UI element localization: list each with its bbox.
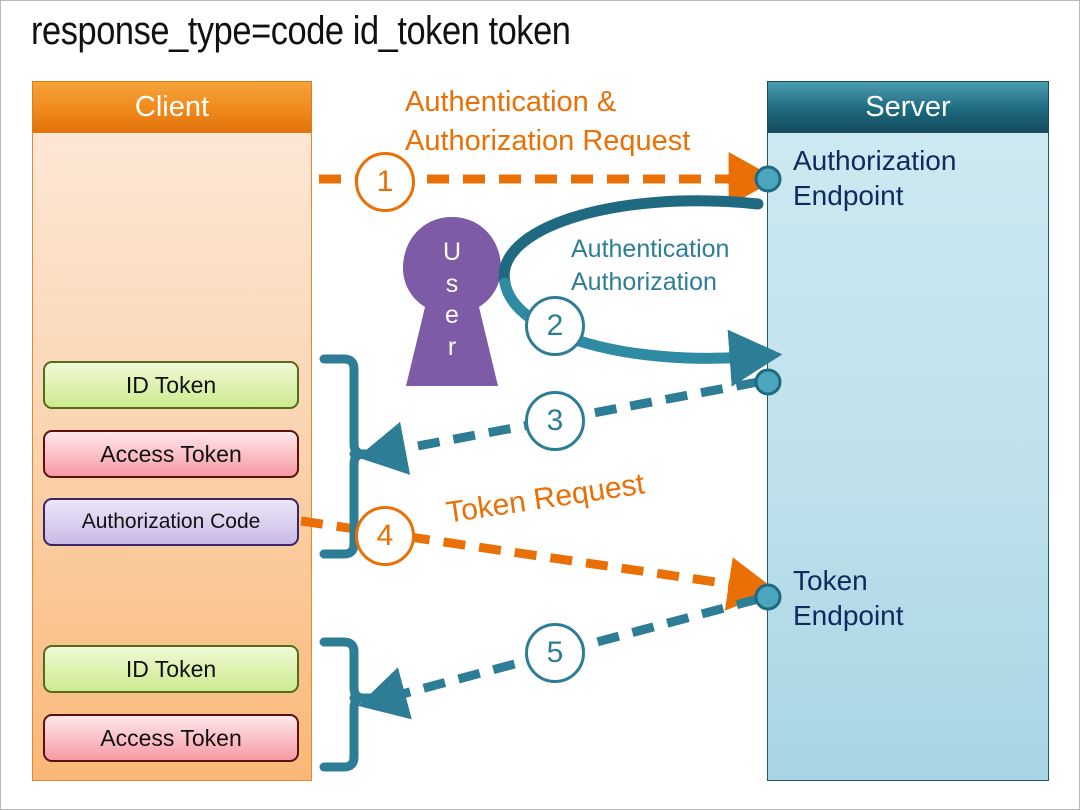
chip-authorization-code: Authorization Code <box>43 498 299 546</box>
chip-access-token-top: Access Token <box>43 430 299 478</box>
token-endpoint-label: Token Endpoint <box>793 565 904 632</box>
chip-access-token-bottom: Access Token <box>43 714 299 762</box>
token-endpoint-dot <box>754 583 782 611</box>
page-title: response_type=code id_token token <box>31 9 571 53</box>
user-keyhole-icon <box>403 217 501 386</box>
client-header-label: Client <box>32 81 312 133</box>
step-badge-5: 5 <box>525 623 585 683</box>
server-header-label: Server <box>767 81 1049 133</box>
authorization-endpoint-label: Authorization Endpoint <box>793 145 957 212</box>
authorization-endpoint-dot <box>754 165 782 193</box>
step-badge-4: 4 <box>355 506 415 566</box>
server-panel <box>767 81 1049 781</box>
chip-id-token-bottom: ID Token <box>43 645 299 693</box>
step-badge-2: 2 <box>525 296 585 356</box>
token-group-brace-top <box>319 354 381 559</box>
flow-2-label: Authentication Authorization <box>571 235 730 296</box>
authorization-endpoint-dot-2 <box>754 368 782 396</box>
step-badge-1: 1 <box>355 152 415 212</box>
step-badge-3: 3 <box>525 391 585 451</box>
token-group-brace-bottom <box>319 637 381 772</box>
chip-id-token-top: ID Token <box>43 361 299 409</box>
flow-arrow-2 <box>498 195 783 387</box>
flow-1-label: Authentication & Authorization Request <box>405 86 691 157</box>
